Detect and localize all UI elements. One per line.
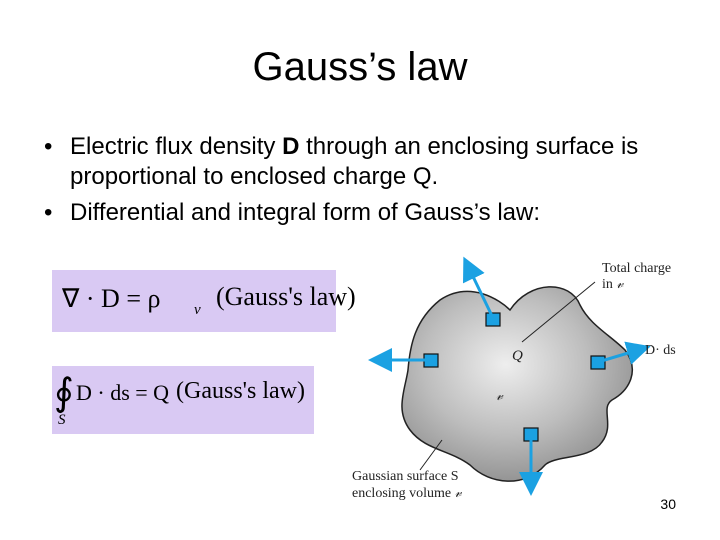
pointer-total-charge bbox=[521, 281, 596, 343]
surface-patch-top bbox=[485, 312, 501, 327]
label-total-charge-line2: in 𝓋 bbox=[602, 277, 624, 292]
bullet-list: • Electric flux density D through an enc… bbox=[44, 132, 684, 234]
integral-equation-box: ∮ S D · ds = Q (Gauss's law) bbox=[52, 366, 314, 434]
bullet-symbol: • bbox=[44, 199, 53, 226]
label-total-charge-line1: Total charge bbox=[602, 261, 671, 276]
surface-patch-right bbox=[590, 355, 606, 370]
integral-lhs: D · ds = Q bbox=[76, 380, 170, 405]
flux-arrow-top bbox=[463, 256, 495, 319]
pointer-gaussian-surface bbox=[419, 439, 443, 471]
differential-subscript: v bbox=[194, 302, 201, 318]
bullet-2-text: Differential and integral form of Gauss’… bbox=[70, 199, 541, 226]
label-volume: 𝓋 bbox=[496, 389, 504, 404]
page-number: 30 bbox=[660, 496, 676, 512]
diagram-svg: Total charge in 𝓋 Q D· ds 𝓋 Gaussian sur… bbox=[352, 256, 676, 501]
label-enclosed-charge: Q bbox=[512, 348, 523, 364]
label-gaussian-line1: Gaussian surface S bbox=[352, 469, 459, 484]
flux-arrow-right bbox=[597, 341, 651, 365]
gaussian-surface-shape bbox=[401, 286, 634, 482]
bullet-1-bold: D bbox=[282, 133, 300, 160]
bullet-item-2: • Differential and integral form of Gaus… bbox=[44, 198, 684, 228]
bullet-1-text-after: through an enclosing surface is proporti… bbox=[70, 133, 639, 190]
integral-name: (Gauss's law) bbox=[176, 378, 305, 404]
integral-lower-limit: S bbox=[58, 412, 66, 428]
integral-sign: ∮ bbox=[54, 372, 74, 414]
bullet-symbol: • bbox=[44, 133, 53, 160]
differential-lhs: ∇ · D = ρ bbox=[62, 284, 161, 313]
bullet-1-text-before: Electric flux density bbox=[70, 133, 283, 160]
differential-equation-box: ∇ · D = ρ v (Gauss's law) bbox=[52, 270, 356, 332]
bullet-item-1: • Electric flux density D through an enc… bbox=[44, 132, 684, 192]
label-gaussian-line2: enclosing volume 𝓋 bbox=[352, 486, 463, 501]
differential-name: (Gauss's law) bbox=[216, 282, 356, 311]
gaussian-surface-diagram: Total charge in 𝓋 Q D· ds 𝓋 Gaussian sur… bbox=[340, 250, 720, 535]
label-d-ds: D· ds bbox=[645, 343, 676, 358]
slide-title: Gauss’s law bbox=[252, 45, 468, 89]
